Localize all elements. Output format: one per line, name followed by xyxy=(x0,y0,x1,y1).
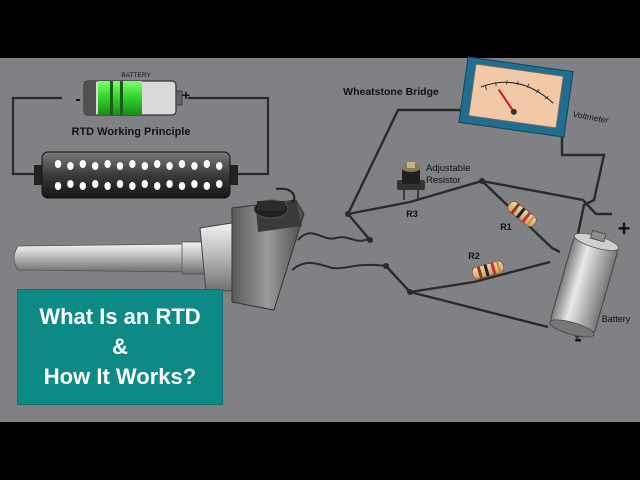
rtd-element-hole xyxy=(67,180,74,188)
battery-plus-label: + xyxy=(618,216,631,241)
rtd-element-hole xyxy=(141,162,148,170)
rtd-element-hole xyxy=(154,182,161,190)
adjustable-resistor-label-1: Adjustable xyxy=(426,163,470,174)
small-battery-plus: + xyxy=(182,87,190,103)
title-line-2: & xyxy=(112,334,128,359)
rtd-element-hole xyxy=(116,162,124,170)
r1-label: R1 xyxy=(500,222,512,232)
rtd-element-hole xyxy=(54,160,62,168)
rtd-element-hole xyxy=(178,160,186,168)
resistor-r2-icon xyxy=(471,260,505,280)
rtd-working-principle-label: RTD Working Principle xyxy=(72,126,191,138)
rtd-principle-circuit xyxy=(11,96,270,176)
rtd-element-hole xyxy=(104,160,111,168)
battery-minus-label: - xyxy=(574,326,581,351)
rtd-element-hole xyxy=(203,160,210,168)
wheatstone-bridge-label: Wheatstone Bridge xyxy=(343,86,439,98)
rtd-element-hole xyxy=(178,182,186,190)
resistor-r1-icon xyxy=(507,201,537,227)
r3-label: R3 xyxy=(406,209,418,219)
small-battery-label: BATTERY xyxy=(121,72,151,79)
rtd-element-hole xyxy=(129,160,136,168)
rtd-element-hole xyxy=(191,180,198,188)
potentiometer-icon xyxy=(397,162,425,200)
rtd-element-icon xyxy=(34,151,238,199)
rtd-element-hole xyxy=(203,182,210,190)
probe-icon xyxy=(13,187,305,311)
rtd-element-hole xyxy=(54,182,62,190)
rtd-element-hole xyxy=(79,160,87,168)
rtd-element-hole xyxy=(104,182,111,190)
small-battery-minus: - xyxy=(75,91,80,108)
right-loop-wire xyxy=(188,96,270,176)
title-line-1: What Is an RTD xyxy=(39,304,201,329)
rtd-element-hole xyxy=(67,162,74,170)
rtd-element-hole xyxy=(191,162,198,170)
bridge-wires xyxy=(346,108,612,339)
rtd-element-hole xyxy=(129,182,136,190)
adjustable-resistor-label-2: Resistor xyxy=(426,175,461,186)
rtd-element-hole xyxy=(216,180,223,188)
r2-label: R2 xyxy=(468,251,480,261)
rtd-element-hole xyxy=(92,180,99,188)
junctions xyxy=(345,178,485,295)
rtd-element-hole xyxy=(79,182,87,190)
battery-label: Battery xyxy=(602,314,631,324)
voltmeter-icon xyxy=(458,56,574,138)
probe-leads xyxy=(291,232,387,271)
rtd-element-hole xyxy=(166,162,173,170)
rtd-element-hole xyxy=(92,162,99,170)
title-line-3: How It Works? xyxy=(43,364,197,389)
rtd-element-hole xyxy=(141,180,148,188)
rtd-element-hole xyxy=(116,180,124,188)
rtd-element-hole xyxy=(154,160,161,168)
rtd-element-hole xyxy=(166,180,173,188)
cylinder-battery-icon xyxy=(549,229,620,338)
battery-icon xyxy=(83,80,183,116)
left-loop-wire xyxy=(11,96,62,176)
title-box: What Is an RTD & How It Works? xyxy=(17,289,223,405)
rtd-element-hole xyxy=(216,162,223,170)
